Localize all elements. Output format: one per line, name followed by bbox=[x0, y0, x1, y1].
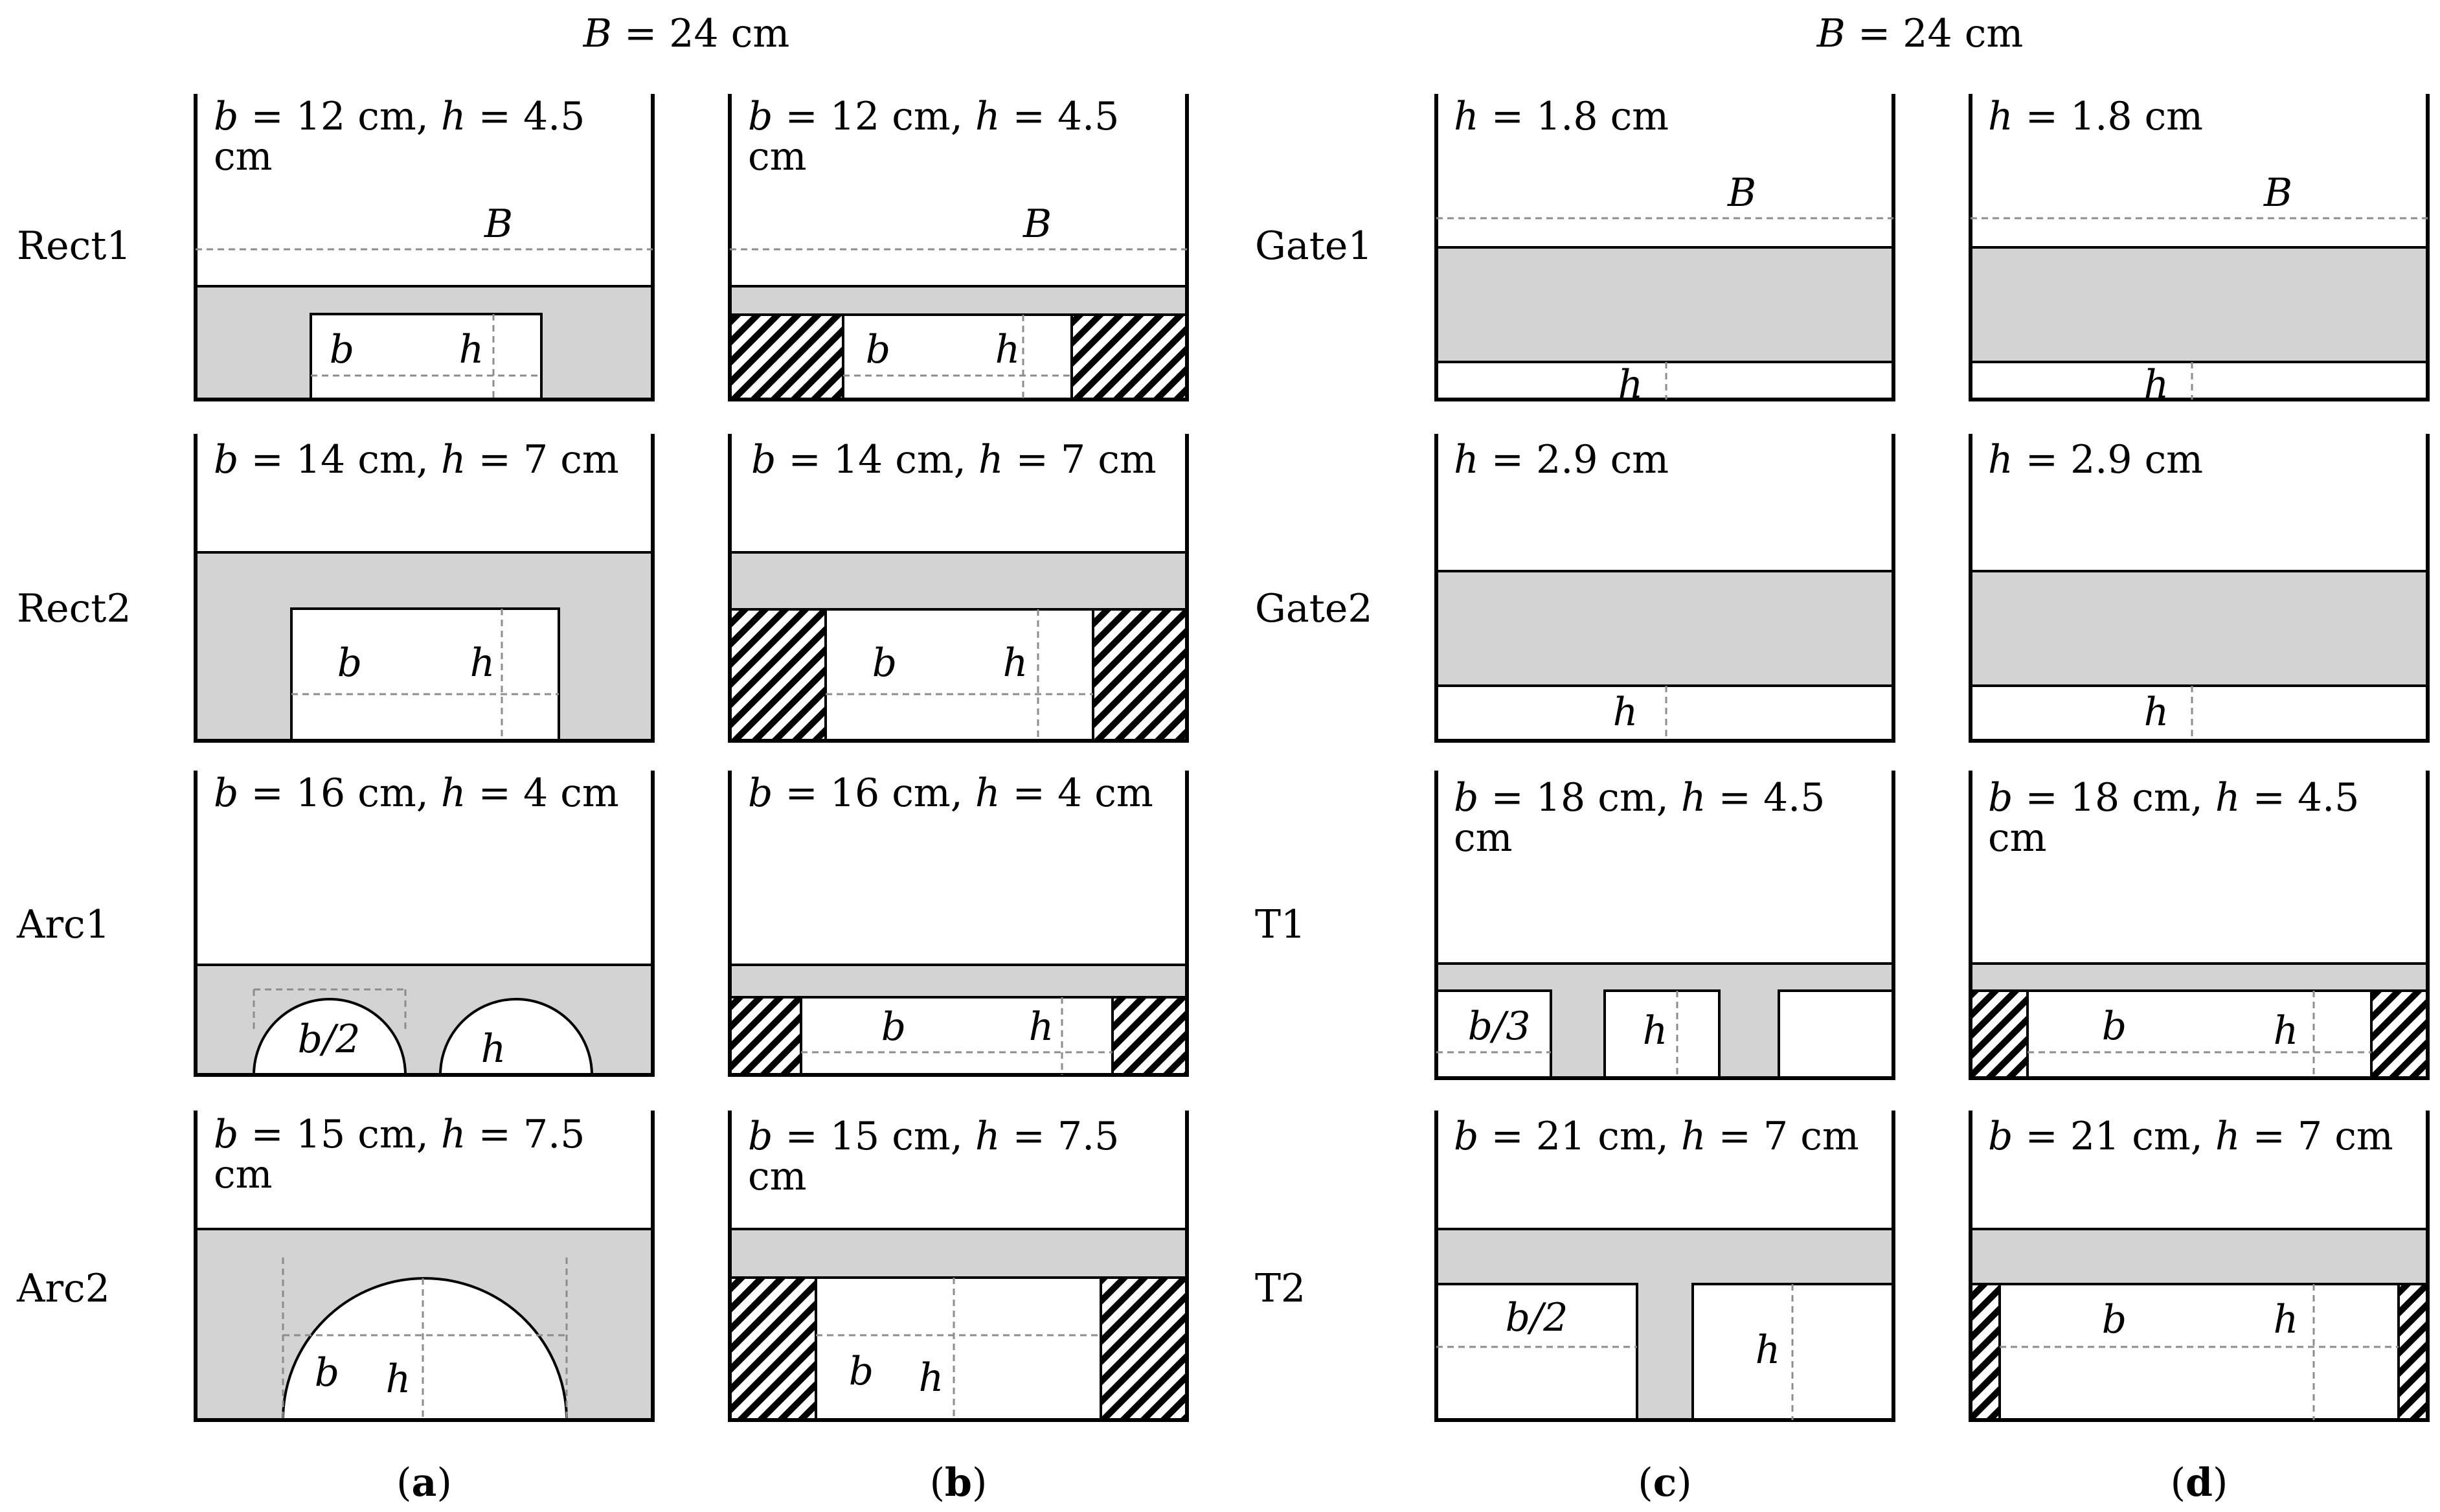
svg-text:b = 16 cm, h = 4 cm: b = 16 cm, h = 4 cm bbox=[214, 771, 619, 816]
diagram-rect2-b: b h b = 14 cm, h = 7 cm bbox=[728, 434, 1189, 743]
svg-text:h: h bbox=[1756, 1327, 1781, 1373]
svg-text:b = 12 cm, h = 4.5: b = 12 cm, h = 4.5 bbox=[748, 94, 1119, 139]
svg-text:h = 1.8 cm: h = 1.8 cm bbox=[1454, 94, 1669, 139]
svg-text:b/2: b/2 bbox=[298, 1017, 361, 1062]
diagram-gate1-c: B h h = 1.8 cm bbox=[1434, 94, 1895, 407]
diagram-arc1-a: b/2 h b = 16 cm, h = 4 cm bbox=[194, 771, 655, 1077]
top-label-right: B = 24 cm bbox=[1816, 11, 2023, 56]
diagram-rect2-a: b h b = 14 cm, h = 7 cm bbox=[194, 434, 655, 743]
panel-label-c: (c) bbox=[1638, 1460, 1691, 1506]
svg-text:b/3: b/3 bbox=[1468, 1004, 1531, 1049]
diagram-gate1-d: B h h = 1.8 cm bbox=[1969, 94, 2430, 407]
row-label-arc2: Arc2 bbox=[16, 1266, 110, 1311]
row-label-t1: T1 bbox=[1255, 902, 1305, 947]
svg-text:h: h bbox=[919, 1355, 944, 1401]
svg-text:h: h bbox=[470, 640, 495, 686]
svg-text:cm: cm bbox=[214, 134, 273, 179]
panel-label-a: (a) bbox=[396, 1460, 452, 1506]
diagram-arc2-a: b h b = 15 cm, h = 7.5 cm bbox=[194, 1111, 655, 1422]
svg-text:h: h bbox=[459, 327, 484, 372]
svg-text:h: h bbox=[2144, 690, 2169, 735]
svg-text:h = 2.9 cm: h = 2.9 cm bbox=[1454, 437, 1669, 482]
svg-text:h: h bbox=[1613, 690, 1638, 735]
svg-text:b: b bbox=[2102, 1004, 2127, 1049]
svg-text:b = 21 cm, h = 7 cm: b = 21 cm, h = 7 cm bbox=[1988, 1114, 2393, 1159]
top-label-left: B = 24 cm bbox=[583, 11, 789, 56]
row-label-arc1: Arc1 bbox=[16, 902, 110, 947]
diagram-t2-c: b/2 h b = 21 cm, h = 7 cm bbox=[1434, 1111, 1895, 1422]
svg-text:b: b bbox=[872, 640, 897, 686]
svg-text:B: B bbox=[1022, 201, 1052, 247]
diagram-gate2-d: h h = 2.9 cm bbox=[1969, 434, 2430, 743]
svg-text:h: h bbox=[1029, 1004, 1054, 1050]
diagram-t2-d: b h b = 21 cm, h = 7 cm bbox=[1969, 1111, 2430, 1422]
svg-text:cm: cm bbox=[748, 134, 807, 179]
svg-text:h: h bbox=[995, 327, 1021, 372]
panel-label-b: (b) bbox=[930, 1460, 988, 1506]
svg-text:cm: cm bbox=[214, 1152, 273, 1197]
svg-text:h: h bbox=[2144, 362, 2169, 407]
diagram-gate2-c: h h = 2.9 cm bbox=[1434, 434, 1895, 743]
svg-text:b = 15 cm, h = 7.5: b = 15 cm, h = 7.5 bbox=[748, 1114, 1119, 1159]
svg-text:h: h bbox=[481, 1026, 506, 1072]
svg-text:h = 2.9 cm: h = 2.9 cm bbox=[1988, 437, 2203, 482]
svg-text:h: h bbox=[2274, 1008, 2299, 1054]
row-label-rect2: Rect2 bbox=[17, 586, 131, 631]
svg-text:h: h bbox=[1643, 1008, 1668, 1054]
svg-text:b = 21 cm, h = 7 cm: b = 21 cm, h = 7 cm bbox=[1454, 1114, 1859, 1159]
panel-label-d: (d) bbox=[2171, 1460, 2228, 1506]
svg-text:B: B bbox=[2263, 170, 2292, 216]
row-label-t2: T2 bbox=[1255, 1266, 1305, 1311]
svg-text:b = 15 cm, h = 7.5: b = 15 cm, h = 7.5 bbox=[214, 1112, 585, 1157]
svg-text:b/2: b/2 bbox=[1506, 1295, 1568, 1340]
row-label-gate2: Gate2 bbox=[1255, 586, 1373, 631]
svg-text:h: h bbox=[1618, 362, 1644, 407]
svg-text:b: b bbox=[337, 640, 362, 686]
diagram-arc2-b: b h b = 15 cm, h = 7.5 cm bbox=[728, 1111, 1189, 1422]
svg-text:cm: cm bbox=[1454, 815, 1513, 861]
svg-text:h: h bbox=[2274, 1297, 2299, 1342]
diagram-rect1-a: B b h b = 12 cm, h = 4.5 cm bbox=[194, 94, 655, 401]
diagram-t1-c: b/3 h b = 18 cm, h = 4.5 cm bbox=[1434, 771, 1895, 1080]
diagram-t1-d: b h b = 18 cm, h = 4.5 cm bbox=[1969, 771, 2430, 1080]
row-label-rect1: Rect1 bbox=[17, 223, 131, 269]
svg-text:b = 16 cm, h = 4 cm: b = 16 cm, h = 4 cm bbox=[748, 771, 1153, 816]
svg-text:b = 14 cm, h = 7 cm: b = 14 cm, h = 7 cm bbox=[214, 437, 619, 482]
svg-text:h: h bbox=[1003, 640, 1028, 686]
svg-text:b = 18 cm, h = 4.5: b = 18 cm, h = 4.5 bbox=[1454, 775, 1825, 820]
svg-text:B: B bbox=[1727, 170, 1756, 216]
svg-text:b: b bbox=[866, 327, 890, 372]
svg-text:h: h bbox=[386, 1357, 411, 1402]
svg-text:b: b bbox=[881, 1004, 906, 1050]
diagram-rect1-b: B b h b = 12 cm, h = 4.5 cm bbox=[728, 94, 1189, 401]
diagram-arc1-b: b h b = 16 cm, h = 4 cm bbox=[728, 771, 1189, 1077]
svg-text:B: B bbox=[484, 201, 513, 247]
svg-text:b: b bbox=[2102, 1297, 2127, 1342]
svg-text:h = 1.8 cm: h = 1.8 cm bbox=[1988, 94, 2203, 139]
svg-text:cm: cm bbox=[1988, 815, 2047, 861]
svg-text:b: b bbox=[849, 1349, 874, 1394]
svg-text:b = 18 cm, h = 4.5: b = 18 cm, h = 4.5 bbox=[1988, 775, 2359, 820]
svg-text:b: b bbox=[315, 1350, 339, 1395]
svg-text:b: b bbox=[330, 327, 354, 372]
row-label-gate1: Gate1 bbox=[1255, 223, 1373, 269]
svg-text:cm: cm bbox=[748, 1154, 807, 1199]
svg-text:b = 14 cm, h = 7 cm: b = 14 cm, h = 7 cm bbox=[751, 437, 1157, 482]
svg-text:b = 12 cm, h = 4.5: b = 12 cm, h = 4.5 bbox=[214, 94, 585, 139]
